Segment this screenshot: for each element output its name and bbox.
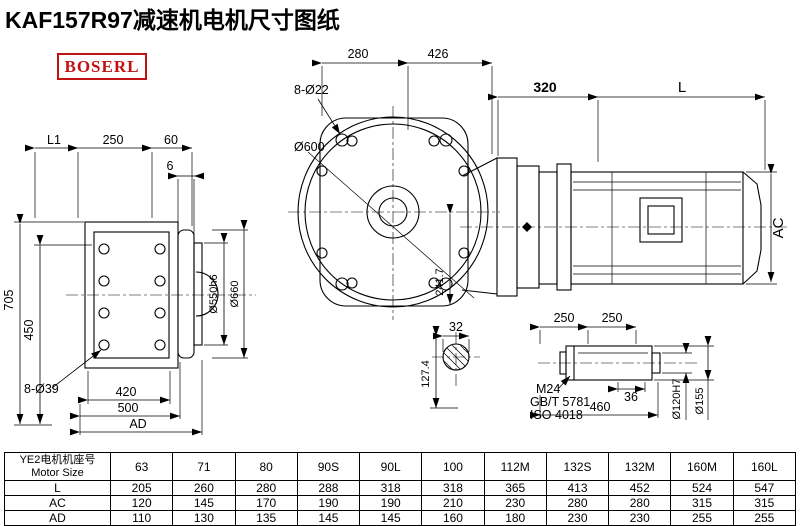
column-header: 80 bbox=[234, 452, 298, 481]
dim-60-label: 60 bbox=[164, 133, 178, 147]
column-header: 160M bbox=[670, 452, 734, 481]
table-cell: 288 bbox=[296, 480, 361, 496]
dim-shaft-250b-label: 250 bbox=[602, 311, 623, 325]
column-header: 112M bbox=[483, 452, 547, 481]
dim-426-label: 426 bbox=[428, 47, 449, 61]
motor-view bbox=[460, 157, 788, 297]
dim-280-label: 280 bbox=[348, 47, 369, 61]
left-view bbox=[66, 221, 256, 369]
dim-M24-label: M24 bbox=[536, 382, 560, 396]
table-cell: 452 bbox=[608, 480, 672, 496]
flange-view bbox=[288, 98, 500, 320]
dim-36-label: 36 bbox=[624, 390, 638, 404]
dim-460-label: 460 bbox=[590, 400, 611, 414]
table-cell: 315 bbox=[670, 495, 734, 511]
dim-O155-label: Ø155 bbox=[694, 388, 706, 415]
motor-size-table: YE2电机机座号 Motor Size 63 71 80 90S 90L 100… bbox=[4, 452, 797, 526]
page-title: KAF157R97减速机电机尺寸图纸 bbox=[5, 7, 340, 33]
table-row-AC: AC 120 145 170 190 190 210 230 280 280 3… bbox=[4, 495, 797, 511]
table-cell: 205 bbox=[109, 480, 174, 496]
table-cell: 145 bbox=[296, 510, 361, 526]
table-cell: 315 bbox=[732, 495, 797, 511]
table-cell: 365 bbox=[483, 480, 547, 496]
dim-500-label: 500 bbox=[118, 401, 139, 415]
dim-250-label: 250 bbox=[103, 133, 124, 147]
column-header: 132S bbox=[545, 452, 610, 481]
brand-logo: BOSERL bbox=[57, 53, 147, 80]
dim-O660-label: Ø660 bbox=[229, 281, 241, 308]
dim-shaft-250a-label: 250 bbox=[554, 311, 575, 325]
table-cell: 230 bbox=[545, 510, 610, 526]
dim-320-label: 320 bbox=[533, 79, 557, 95]
table-cell: 318 bbox=[359, 480, 423, 496]
centerline-marker bbox=[522, 222, 532, 232]
header-label-cn: YE2电机机座号 bbox=[19, 453, 96, 466]
dim-L1-label: L1 bbox=[47, 133, 61, 147]
dim-ISO-4018-label: ISO 4018 bbox=[530, 408, 583, 422]
table-cell: 260 bbox=[172, 480, 236, 496]
table-cell: 524 bbox=[670, 480, 734, 496]
table-cell: 145 bbox=[172, 495, 236, 511]
table-cell: 145 bbox=[359, 510, 423, 526]
row-label: AC bbox=[4, 495, 111, 511]
column-header: 100 bbox=[421, 452, 485, 481]
column-header: 90S bbox=[296, 452, 361, 481]
table-cell: 135 bbox=[234, 510, 298, 526]
table-cell: 190 bbox=[359, 495, 423, 511]
table-cell: 318 bbox=[421, 480, 485, 496]
table-cell: 210 bbox=[421, 495, 485, 511]
row-label: AD bbox=[4, 510, 111, 526]
dim-O120H7-label: Ø120H7 bbox=[671, 379, 683, 420]
dim-GBT-5781-label: GB/T 5781 bbox=[530, 395, 590, 409]
table-header-label: YE2电机机座号 Motor Size bbox=[4, 452, 111, 481]
table-cell: 180 bbox=[483, 510, 547, 526]
dim-127-4-label: 127.4 bbox=[420, 360, 432, 388]
column-header: 90L bbox=[359, 452, 423, 481]
table-cell: 110 bbox=[109, 510, 174, 526]
table-cell: 230 bbox=[608, 510, 672, 526]
table-cell: 170 bbox=[234, 495, 298, 511]
table-cell: 160 bbox=[421, 510, 485, 526]
table-cell: 547 bbox=[732, 480, 797, 496]
column-header: 71 bbox=[172, 452, 236, 481]
table-cell: 255 bbox=[670, 510, 734, 526]
header-label-en: Motor Size bbox=[31, 466, 84, 479]
dim-6-label: 6 bbox=[167, 159, 174, 173]
dim-AC-label: AC bbox=[770, 217, 787, 238]
dim-AD-label: AD bbox=[129, 417, 146, 431]
dim-L-label: L bbox=[678, 79, 686, 96]
table-cell: 280 bbox=[545, 495, 610, 511]
table-cell: 280 bbox=[234, 480, 298, 496]
dim-8xO22-label: 8-Ø22 bbox=[294, 83, 329, 97]
dim-8xO39-label: 8-Ø39 bbox=[24, 382, 59, 396]
left-view-dimensions bbox=[14, 144, 248, 436]
column-header: 160L bbox=[732, 452, 797, 481]
dim-241-7-label: 241.7 bbox=[434, 268, 446, 296]
shaft-detail-view bbox=[530, 323, 714, 420]
section-view bbox=[430, 326, 480, 409]
table-cell: 130 bbox=[172, 510, 236, 526]
table-row-AD: AD 110 130 135 145 145 160 180 230 230 2… bbox=[4, 510, 797, 526]
table-cell: 120 bbox=[109, 495, 174, 511]
table-cell: 190 bbox=[296, 495, 361, 511]
dim-705-label: 705 bbox=[2, 290, 16, 311]
row-label: L bbox=[4, 480, 111, 496]
dim-O600-label: Ø600 bbox=[294, 140, 325, 154]
top-dimensions bbox=[312, 59, 777, 285]
table-cell: 255 bbox=[732, 510, 797, 526]
dim-32-label: 32 bbox=[449, 320, 463, 334]
table-cell: 280 bbox=[608, 495, 672, 511]
dim-420-label: 420 bbox=[116, 385, 137, 399]
table-header-row: YE2电机机座号 Motor Size 63 71 80 90S 90L 100… bbox=[4, 452, 797, 481]
column-header: 132M bbox=[608, 452, 672, 481]
table-cell: 230 bbox=[483, 495, 547, 511]
technical-drawing: 280 426 8-Ø22 Ø600 320 L AC L1 250 60 6 … bbox=[2, 47, 788, 436]
table-cell: 413 bbox=[545, 480, 610, 496]
column-header: 63 bbox=[109, 452, 174, 481]
dim-O550h6-label: Ø550h6 bbox=[208, 274, 220, 313]
dim-450-label: 450 bbox=[22, 320, 36, 341]
table-row-L: L 205 260 280 288 318 318 365 413 452 52… bbox=[4, 480, 797, 496]
